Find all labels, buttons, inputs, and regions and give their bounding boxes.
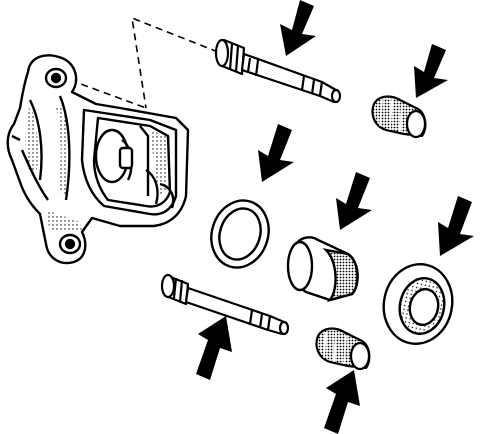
- piston-icon: [286, 236, 359, 303]
- alignment-dashed-line: [69, 16, 219, 109]
- upper-slide-pin-icon: [214, 38, 342, 104]
- arrow-down-left-icon: [414, 44, 448, 98]
- arrow-down-left-icon: [258, 124, 294, 182]
- lower-slide-pin-icon: [160, 273, 290, 336]
- arrow-down-left-icon: [280, 0, 316, 56]
- caliper-shading: [25, 104, 172, 232]
- arrow-up-right-icon: [196, 316, 232, 380]
- piston-seal-icon: [210, 199, 270, 269]
- caliper-housing-icon: [6, 54, 190, 265]
- arrow-down-left-icon: [438, 196, 474, 256]
- upper-pin-boot-icon: [371, 95, 427, 139]
- lower-pin-boot-icon: [315, 327, 371, 371]
- dust-boot-icon: [382, 263, 454, 345]
- arrow-down-left-icon: [336, 172, 372, 230]
- arrow-up-right-icon: [324, 370, 360, 434]
